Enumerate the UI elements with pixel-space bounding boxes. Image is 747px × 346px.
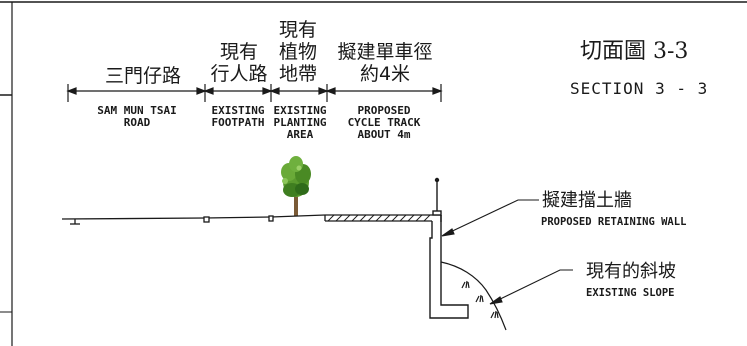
existing-slope [440,261,507,331]
dim-arrow [262,87,273,95]
dim-arrow [432,87,443,95]
zone-planting-label-en-3: AREA [287,128,314,141]
zone-cycletrack-label-en-3: ABOUT 4m [358,128,411,141]
retaining-wall [429,177,469,319]
zone-cycletrack-label-zh-1: 擬建單車徑 [337,41,432,63]
dim-arrow [318,87,329,95]
zone-cycletrack-label-en-1: PROPOSED [358,104,411,117]
wall-callout-en: PROPOSED RETAINING WALL [541,216,686,228]
zone-road-label-en-1: SAM MUN TSAI [97,104,176,117]
zone-labels-zh: 三門仔路 現有 行人路 現有 植物 地帶 擬建單車徑 約4米 [105,19,433,87]
tree-icon [281,156,311,216]
zone-planting-label-en-2: PLANTING [274,116,327,129]
leader-arrow [489,296,503,305]
zone-planting-label-zh-1: 現有 [279,19,317,41]
cycle-track-hatching [327,214,431,222]
zone-cycletrack-label-en-2: CYCLE TRACK [348,116,421,129]
zone-planting-label-zh-2: 植物 [279,41,317,63]
dim-arrow [196,87,207,95]
leader-arrow [441,228,455,237]
zone-labels-en: SAM MUN TSAI ROAD EXISTING FOOTPATH EXIS… [97,104,421,141]
section-title-en: SECTION 3 - 3 [570,79,708,98]
dim-arrow [203,87,214,95]
ground-profile [61,214,441,225]
dim-arrow [66,87,77,95]
section-title-zh: 切面圖 3-3 [580,39,688,64]
dimension-line [66,84,443,102]
zone-footpath-label-en-1: EXISTING [212,104,265,117]
zone-footpath-label-en-2: FOOTPATH [212,116,265,129]
dim-arrow [325,87,336,95]
zone-road-label-en-2: ROAD [124,116,151,129]
zone-road-label-zh: 三門仔路 [105,65,181,87]
zone-footpath-label-zh-2: 行人路 [210,63,267,85]
slope-callout-en: EXISTING SLOPE [586,287,675,299]
slope-callout-zh: 現有的斜坡 [586,261,676,282]
zone-footpath-label-zh-1: 現有 [220,41,258,63]
wall-callout-zh: 擬建擋土牆 [542,190,632,211]
dim-arrow [269,87,280,95]
zone-planting-label-zh-3: 地帶 [279,63,317,85]
callout-leaders [441,199,573,305]
zone-planting-label-en-1: EXISTING [274,104,327,117]
zone-cycletrack-label-zh-2: 約4米 [360,63,410,85]
